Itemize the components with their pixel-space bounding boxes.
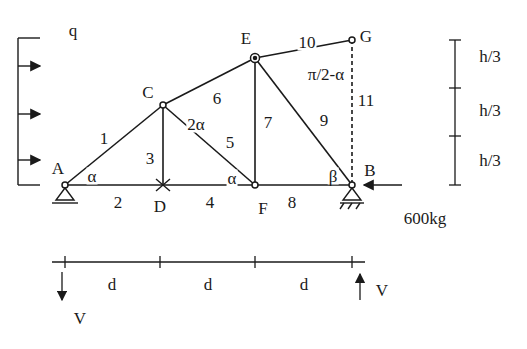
diagram-label: q	[68, 22, 79, 39]
member	[351, 40, 353, 185]
joint	[254, 57, 257, 60]
support-a	[56, 188, 74, 200]
reaction-arrow	[359, 274, 360, 300]
load-arrow	[18, 159, 40, 160]
diagram-label: 2	[113, 194, 124, 211]
diagram-label: 10	[298, 34, 317, 51]
diagram-label: d	[299, 276, 310, 293]
member	[163, 58, 255, 105]
diagram-label: β	[328, 168, 339, 185]
force-arrow	[364, 184, 402, 185]
truss-members	[65, 40, 352, 185]
load-outline	[17, 38, 18, 185]
member	[163, 105, 255, 185]
diagram-label: α	[87, 168, 98, 185]
support-b	[343, 188, 361, 200]
load-arrow	[18, 113, 40, 114]
diagram-label: h/3	[478, 48, 502, 65]
diagram-label: 5	[225, 134, 236, 151]
diagram-label: A	[51, 160, 65, 177]
force-b	[364, 184, 402, 185]
diagram-label: π/2-α	[307, 66, 345, 83]
diagram-label: V	[73, 310, 87, 327]
support-b	[348, 203, 352, 209]
cross-mark	[156, 179, 170, 191]
diagram-label: 9	[319, 112, 330, 129]
diagram-label: 1	[99, 130, 110, 147]
diagram-label: 3	[145, 150, 156, 167]
diagram-label: α	[227, 170, 238, 187]
diagram-label: 600kg	[403, 210, 448, 227]
diagram-label: D	[153, 198, 167, 215]
member	[255, 58, 352, 185]
diagram-label: 6	[212, 90, 223, 107]
support-b	[356, 203, 360, 209]
diagram-label: 11	[357, 92, 375, 109]
diagram-label: 2α	[186, 116, 205, 133]
reaction-arrow	[61, 272, 62, 300]
member	[162, 105, 164, 185]
joint	[160, 102, 166, 108]
dimension-tick	[449, 135, 461, 136]
diagram-label: d	[203, 276, 214, 293]
diagram-label: B	[363, 162, 376, 179]
dimension-tick	[159, 256, 160, 268]
diagram-label: G	[359, 28, 373, 45]
dimension-tick	[351, 256, 352, 268]
diagram-label: C	[141, 84, 154, 101]
joint	[349, 37, 355, 43]
span-dimension	[52, 256, 365, 300]
diagram-label: d	[107, 276, 118, 293]
load-arrow	[18, 65, 40, 66]
diagram-label: F	[257, 200, 268, 217]
load-q	[18, 38, 40, 185]
load-outline	[18, 184, 40, 185]
member	[65, 105, 163, 185]
height-bracket	[449, 40, 461, 185]
dimension-tick	[64, 256, 65, 268]
diagram-label: 8	[287, 194, 298, 211]
dimension-tick	[449, 184, 461, 185]
support-a	[52, 202, 78, 203]
diagram-label: 4	[205, 194, 216, 211]
dimension-line	[454, 40, 455, 185]
diagram-label: E	[240, 30, 252, 47]
joint	[252, 182, 258, 188]
joint	[251, 54, 260, 63]
joints	[62, 37, 355, 188]
member	[65, 184, 352, 186]
diagram-label: h/3	[478, 102, 502, 119]
dimension-tick	[449, 39, 461, 40]
load-outline	[18, 37, 40, 38]
dimension-line	[52, 261, 365, 262]
member	[254, 58, 256, 185]
diagram-label: 7	[263, 114, 274, 131]
support-b	[340, 203, 344, 209]
diagram-label: h/3	[478, 152, 502, 169]
cross-mark	[156, 179, 170, 191]
dimension-tick	[254, 256, 255, 268]
diagram-label: V	[375, 282, 389, 299]
dimension-tick	[449, 87, 461, 88]
